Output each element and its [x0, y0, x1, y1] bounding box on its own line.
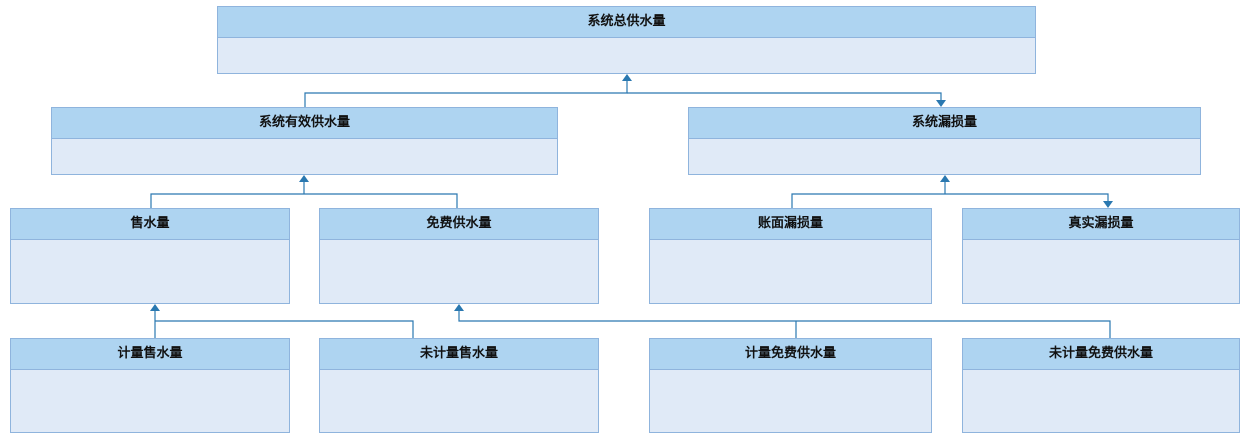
arrow-to-free [454, 304, 464, 311]
node-total-supply-title: 系统总供水量 [218, 7, 1035, 38]
node-metered-free-title: 计量免费供水量 [650, 339, 931, 370]
arrow-to-loss [936, 100, 946, 107]
arrow-to-total [622, 74, 632, 81]
node-unmetered-sold: 未计量售水量 [319, 338, 599, 433]
node-book-loss-title: 账面漏损量 [650, 209, 931, 240]
arrow-to-sold [150, 304, 160, 311]
node-system-loss-title: 系统漏损量 [689, 108, 1200, 139]
connector-sold-children [154, 310, 414, 338]
node-unmetered-free: 未计量免费供水量 [962, 338, 1240, 433]
node-unmetered-sold-title: 未计量售水量 [320, 339, 598, 370]
node-book-loss: 账面漏损量 [649, 208, 932, 304]
connector-total-effective [304, 80, 628, 108]
node-real-loss-title: 真实漏损量 [963, 209, 1239, 240]
node-sold-water-title: 售水量 [11, 209, 289, 240]
connector-free-children [458, 310, 1111, 338]
node-free-supply: 免费供水量 [319, 208, 599, 304]
node-system-loss: 系统漏损量 [688, 107, 1201, 175]
node-metered-sold-title: 计量售水量 [11, 339, 289, 370]
arrow-to-effective [299, 175, 309, 182]
connector-loss-children [791, 181, 1109, 208]
connector-effective-children [150, 181, 458, 208]
node-total-supply: 系统总供水量 [217, 6, 1036, 74]
arrow-to-real-loss [1103, 201, 1113, 208]
node-free-supply-title: 免费供水量 [320, 209, 598, 240]
arrow-to-loss-from-children [940, 175, 950, 182]
node-effective-supply-title: 系统有效供水量 [52, 108, 557, 139]
node-real-loss: 真实漏损量 [962, 208, 1240, 304]
node-sold-water: 售水量 [10, 208, 290, 304]
connector-total-loss [627, 92, 942, 101]
node-unmetered-free-title: 未计量免费供水量 [963, 339, 1239, 370]
node-metered-sold: 计量售水量 [10, 338, 290, 433]
node-metered-free: 计量免费供水量 [649, 338, 932, 433]
node-effective-supply: 系统有效供水量 [51, 107, 558, 175]
